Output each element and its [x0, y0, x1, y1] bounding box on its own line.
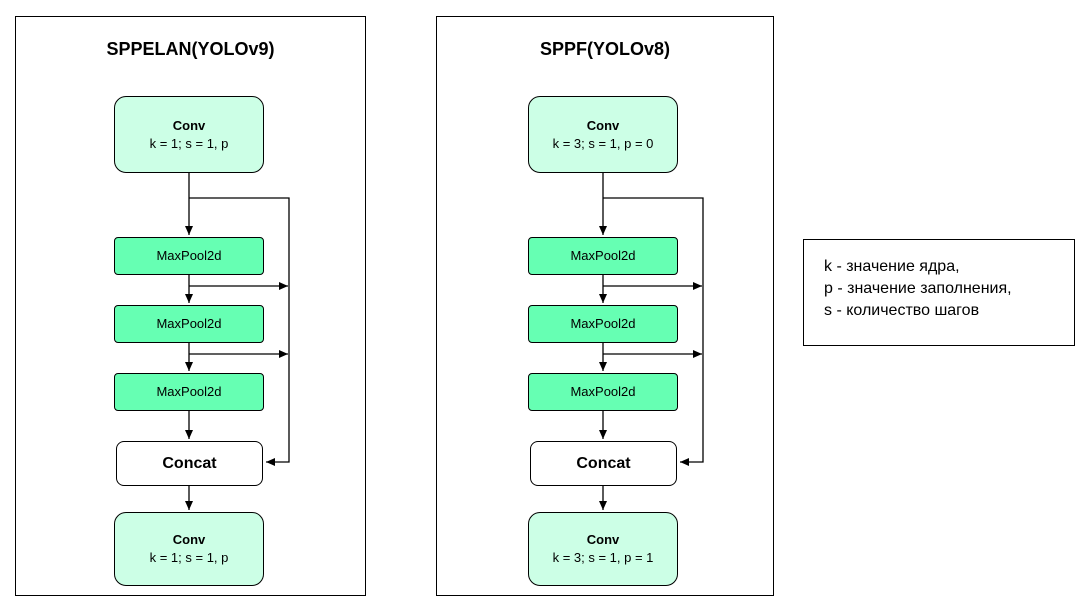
sppf-concat: Concat	[530, 441, 677, 486]
legend-line-s: s - количество шагов	[824, 302, 980, 319]
legend-line-k: k - значение ядра,	[824, 258, 960, 275]
sppelan-title: SPPELAN(YOLOv9)	[106, 39, 275, 59]
conv-params: k = 3; s = 1, p = 0	[552, 135, 654, 151]
sppelan-maxpool-2: MaxPool2d	[114, 305, 264, 343]
conv-label: Conv	[172, 532, 206, 547]
sppelan-maxpool-1: MaxPool2d	[114, 237, 264, 275]
conv-params: k = 1; s = 1, p	[149, 135, 229, 151]
conv-params: k = 3; s = 1, p = 1	[552, 550, 654, 565]
sppf-conv-bottom: Conv k = 3; s = 1, p = 1	[528, 512, 678, 586]
sppelan-concat: Concat	[116, 441, 263, 486]
conv-label: Conv	[586, 117, 620, 133]
conv-params: k = 1; s = 1, p	[149, 550, 229, 565]
sppf-maxpool-1: MaxPool2d	[528, 237, 678, 275]
sppf-maxpool-3: MaxPool2d	[528, 373, 678, 411]
conv-label: Conv	[586, 532, 620, 547]
sppf-title: SPPF(YOLOv8)	[539, 39, 671, 59]
conv-label: Conv	[172, 117, 206, 133]
sppelan-maxpool-3: MaxPool2d	[114, 373, 264, 411]
legend-line-p: p - значение заполнения,	[824, 280, 1012, 297]
sppelan-conv-bottom: Conv k = 1; s = 1, p	[114, 512, 264, 586]
legend-box: k - значение ядра, p - значение заполнен…	[803, 239, 1075, 346]
sppf-maxpool-2: MaxPool2d	[528, 305, 678, 343]
sppf-conv-top: Conv k = 3; s = 1, p = 0	[528, 96, 678, 173]
sppelan-conv-top: Conv k = 1; s = 1, p	[114, 96, 264, 173]
